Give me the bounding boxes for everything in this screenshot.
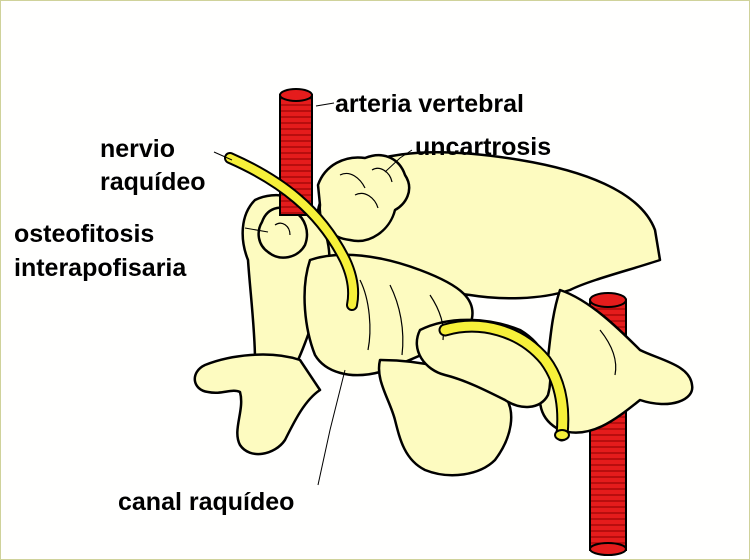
label-uncartrosis: uncartrosis: [415, 133, 551, 161]
left-transverse-process: [195, 355, 320, 455]
label-raquideo: raquídeo: [100, 168, 206, 196]
label-osteofitosis: osteofitosis: [14, 220, 154, 248]
label-arteria-vertebral: arteria vertebral: [335, 90, 524, 118]
label-interapofisaria: interapofisaria: [14, 254, 187, 282]
label-nervio: nervio: [100, 135, 175, 163]
leader-canal: [318, 370, 345, 485]
label-canal-raquideo: canal raquídeo: [118, 488, 294, 516]
leader-arteria: [316, 103, 334, 106]
